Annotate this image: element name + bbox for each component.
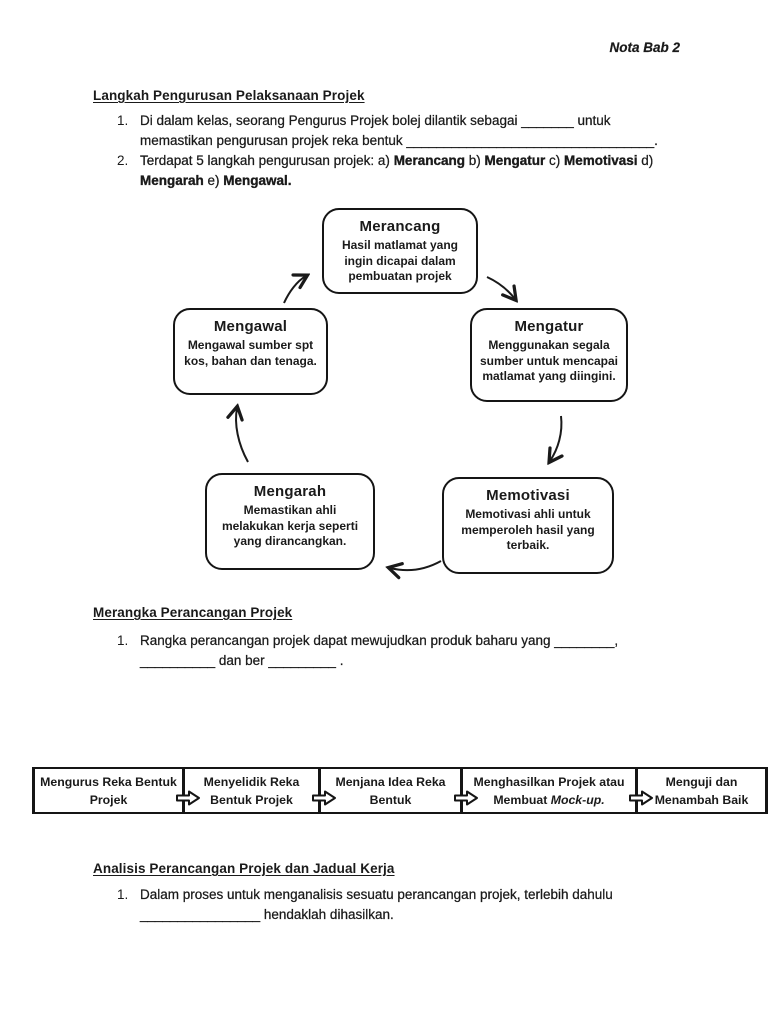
- flow-arrow-icon: [629, 790, 653, 806]
- list-number: 2.: [117, 153, 129, 168]
- arrow-mengarah-to-mengawal-icon: [236, 408, 249, 463]
- list-item: 2. Terdapat 5 langkah pengurusan projek:…: [117, 151, 717, 191]
- flow-arrow-icon: [312, 790, 336, 806]
- list-number: 1.: [117, 633, 129, 648]
- cycle-box-body: Mengawal sumber spt kos, bahan dan tenag…: [184, 338, 317, 368]
- cycle-box-memotivasi: Memotivasi Memotivasi ahli untuk mempero…: [442, 477, 614, 574]
- cycle-box-title: Mengarah: [253, 483, 327, 500]
- cycle-box-title: Memotivasi: [486, 487, 570, 504]
- cycle-box-title: Mengawal: [213, 318, 288, 335]
- cycle-box-title: Merancang: [359, 218, 441, 235]
- arrow-merancang-to-mengatur-icon: [486, 276, 515, 299]
- cycle-box-body: Hasil matlamat yang ingin dicapai dalam …: [341, 238, 459, 283]
- arrow-mengatur-to-memotivasi-icon: [550, 415, 561, 461]
- list-number: 1.: [117, 887, 129, 902]
- section1-heading: Langkah Pengurusan Pelaksanaan Projek: [93, 88, 365, 103]
- cycle-box-mengatur: Mengatur Menggunakan segala sumber untuk…: [470, 308, 628, 402]
- list-text: Rangka perancangan projek dapat mewujudk…: [140, 633, 619, 668]
- flow-arrow-icon: [176, 790, 200, 806]
- list-text: Di dalam kelas, seorang Pengurus Projek …: [140, 113, 658, 148]
- list-text: Terdapat 5 langkah pengurusan projek: a)…: [140, 153, 654, 188]
- cycle-box-title: Mengatur: [514, 318, 584, 335]
- list-number: 1.: [117, 113, 129, 128]
- list-item: 1. Di dalam kelas, seorang Pengurus Proj…: [117, 111, 717, 151]
- list-item: 1. Rangka perancangan projek dapat mewuj…: [117, 631, 717, 671]
- section3-heading: Analisis Perancangan Projek dan Jadual K…: [93, 861, 395, 876]
- arrow-mengawal-to-merancang-icon: [283, 276, 306, 304]
- cycle-box-body: Memastikan ahli melakukan kerja seperti …: [221, 503, 359, 548]
- cycle-box-body: Memotivasi ahli untuk memperoleh hasil y…: [461, 507, 595, 552]
- cycle-box-body: Menggunakan segala sumber untuk mencapai…: [479, 338, 619, 383]
- list-text: Dalam proses untuk menganalisis sesuatu …: [140, 887, 613, 922]
- cycle-box-mengarah: Mengarah Memastikan ahli melakukan kerja…: [205, 473, 375, 570]
- arrow-memotivasi-to-mengarah-icon: [390, 560, 442, 570]
- page-note-header: Nota Bab 2: [609, 40, 680, 55]
- section2-heading: Merangka Perancangan Projek: [93, 605, 293, 620]
- cycle-box-merancang: Merancang Hasil matlamat yang ingin dica…: [322, 208, 478, 294]
- flow-arrow-icon: [454, 790, 478, 806]
- cycle-box-mengawal: Mengawal Mengawal sumber spt kos, bahan …: [173, 308, 328, 395]
- list-item: 1. Dalam proses untuk menganalisis sesua…: [117, 885, 717, 925]
